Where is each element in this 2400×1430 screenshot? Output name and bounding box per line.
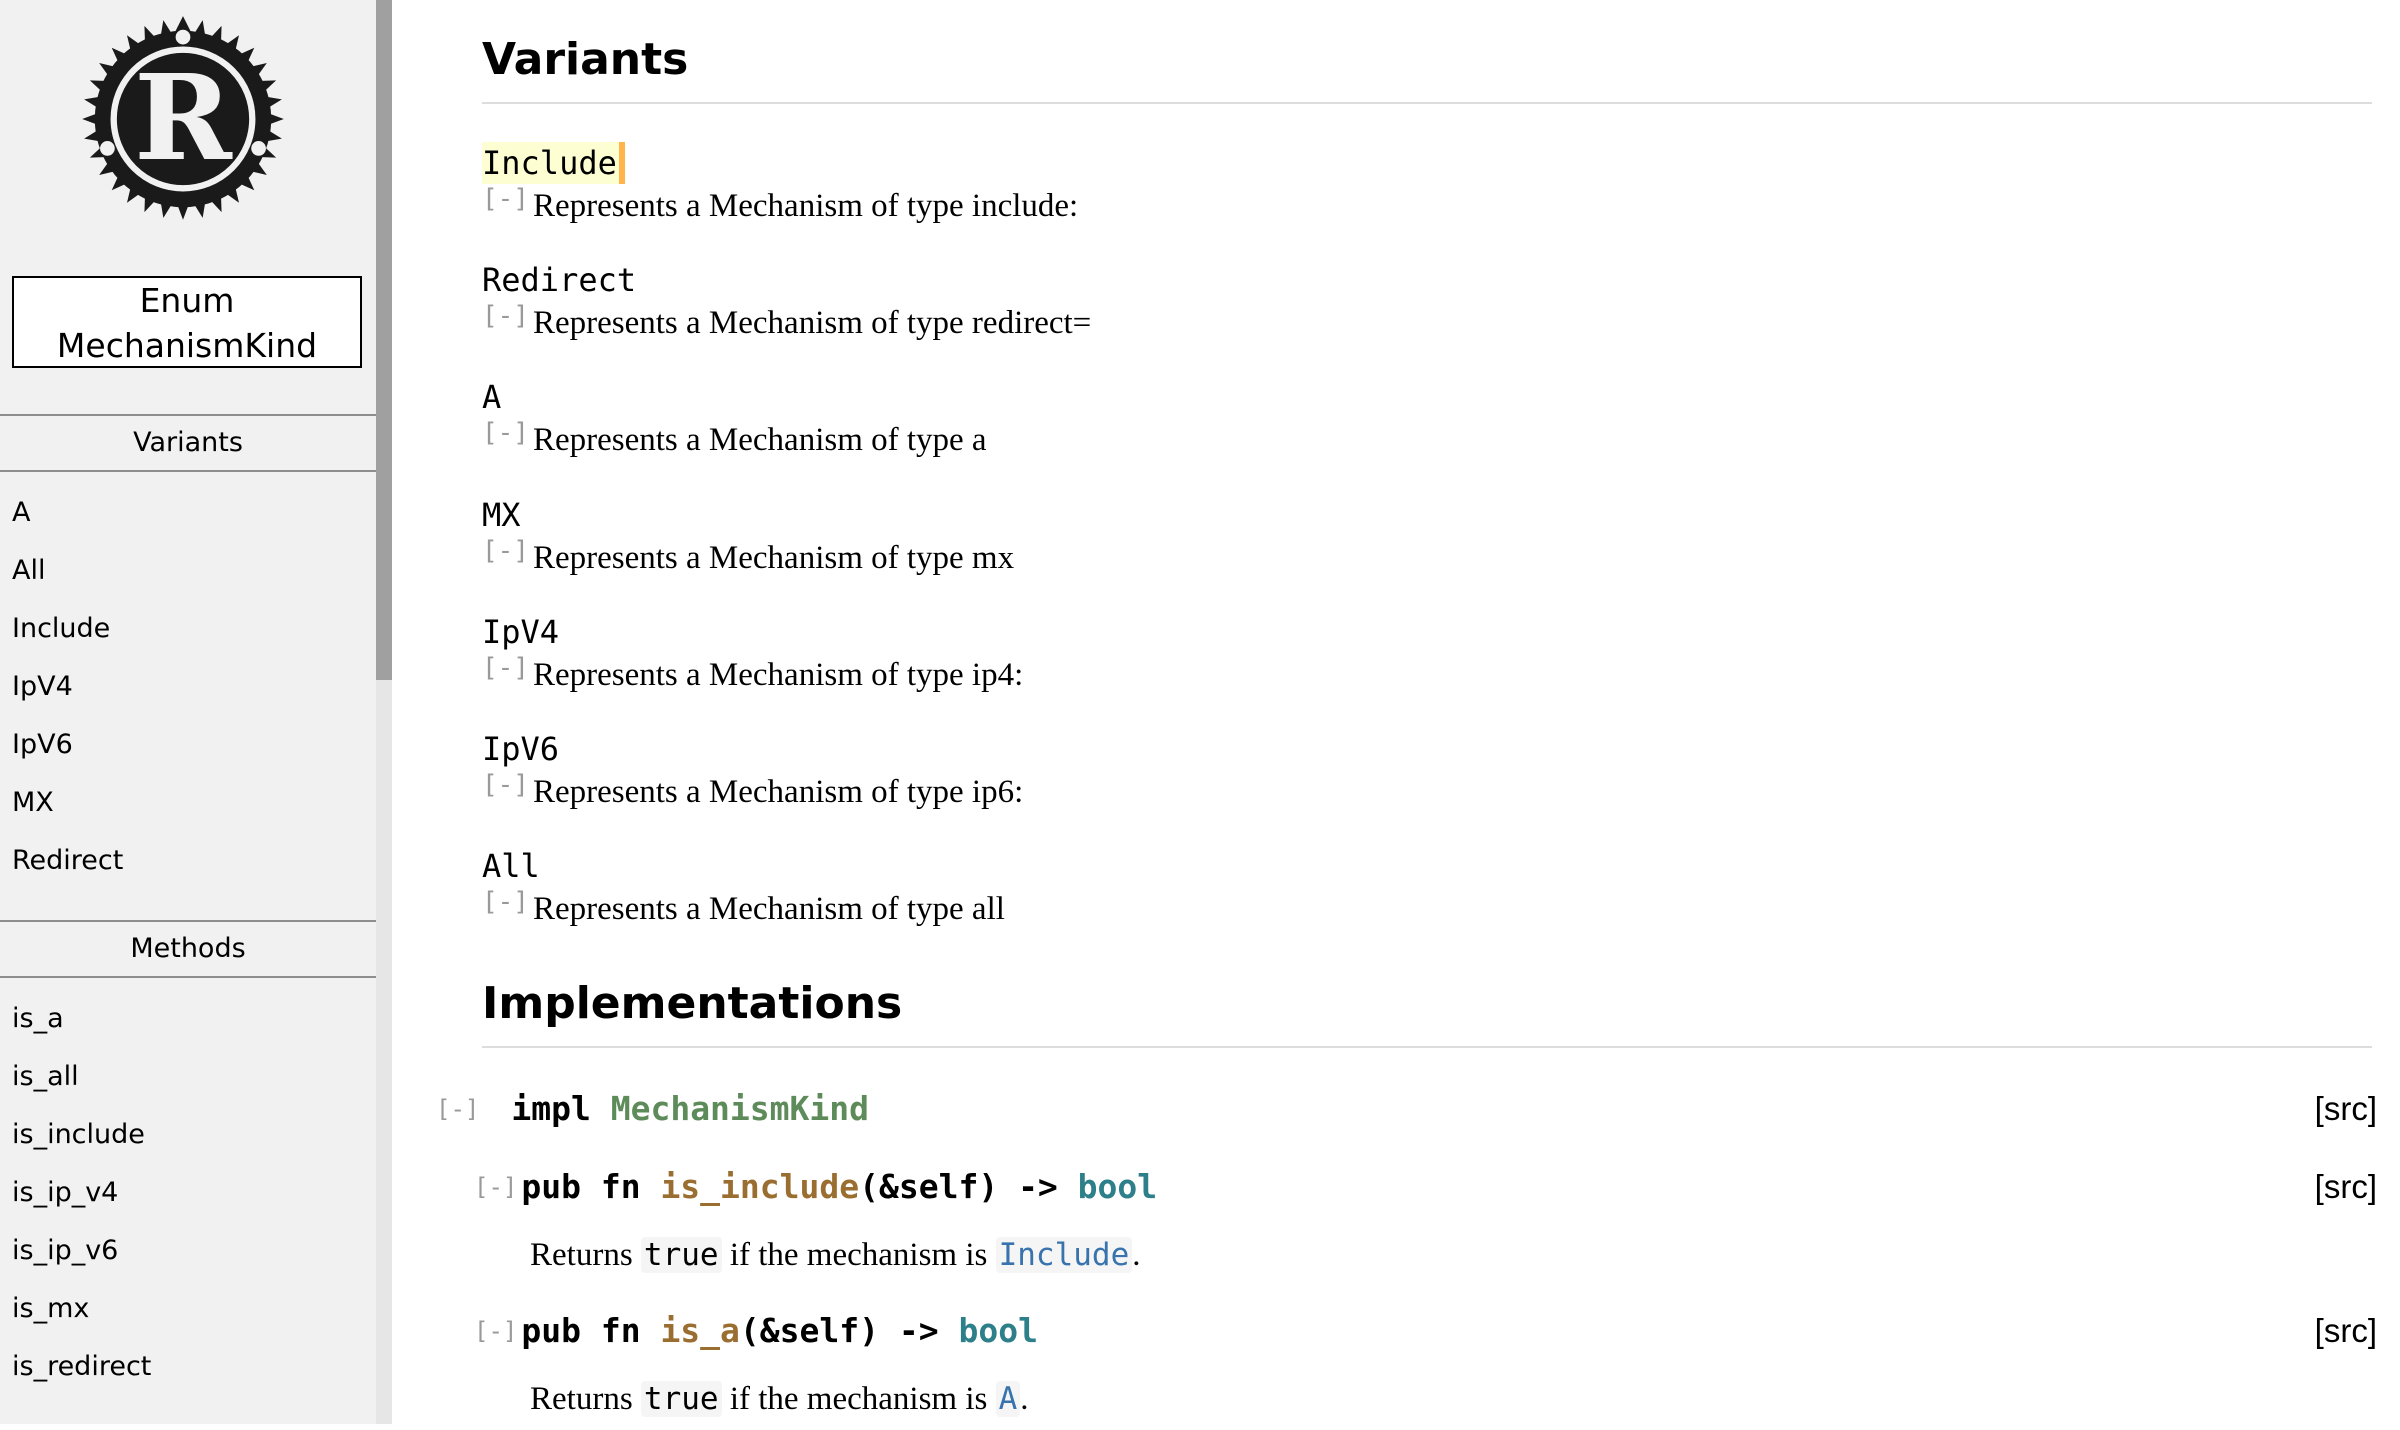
- sidebar-variant-redirect[interactable]: Redirect: [12, 845, 124, 876]
- doc-text: if the mechanism is: [721, 1237, 996, 1273]
- variant-name[interactable]: Redirect: [482, 261, 637, 299]
- variant-description: Represents a Mechanism of type redirect=: [532, 305, 1092, 341]
- sidebar-variants-title[interactable]: Variants: [0, 414, 376, 472]
- doc-text: Returns: [530, 1381, 641, 1417]
- variant-description: Represents a Mechanism of type ip4:: [532, 657, 1024, 693]
- rust-logo-icon[interactable]: R: [78, 14, 288, 224]
- collapse-toggle[interactable]: [-]: [482, 887, 529, 917]
- sidebar-variant-include[interactable]: Include: [12, 613, 111, 644]
- variants-heading: Variants: [482, 34, 2372, 104]
- method-doc: Returns true if the mechanism is A.: [530, 1374, 1029, 1424]
- collapse-toggle[interactable]: [-]: [482, 536, 529, 566]
- method-is-include: [-]pub fn is_include(&self) -> bool [src…: [474, 1162, 2377, 1212]
- enum-name-label: MechanismKind: [56, 326, 318, 365]
- sidebar-variant-ipv6[interactable]: IpV6: [12, 729, 73, 760]
- sidebar-variant-ipv4[interactable]: IpV4: [12, 671, 73, 702]
- sidebar-methods-list: is_a is_all is_include is_ip_v4 is_ip_v6…: [12, 990, 362, 1396]
- sidebar-method-is-a[interactable]: is_a: [12, 1003, 64, 1034]
- sidebar-variants-list: A All Include IpV4 IpV6 MX Redirect: [12, 484, 362, 890]
- sidebar-scrollbar-thumb[interactable]: [376, 0, 392, 680]
- collapse-toggle[interactable]: [-]: [482, 770, 529, 800]
- impl-header: [-] impl MechanismKind [src]: [436, 1084, 2377, 1134]
- doc-text: Returns: [530, 1237, 641, 1273]
- src-link[interactable]: [src]: [2314, 1168, 2377, 1205]
- src-link[interactable]: [src]: [2314, 1312, 2377, 1349]
- impl-keyword: impl: [511, 1089, 591, 1128]
- variant-ipv6: IpV6 [-]Represents a Mechanism of type i…: [482, 728, 2372, 814]
- fn-name-link[interactable]: is_a: [660, 1311, 740, 1350]
- impl-type-link[interactable]: MechanismKind: [610, 1089, 869, 1128]
- collapse-toggle[interactable]: [-]: [474, 1317, 518, 1345]
- collapse-toggle[interactable]: [-]: [482, 184, 529, 214]
- return-type-link[interactable]: bool: [1077, 1167, 1158, 1206]
- doc-text: .: [1020, 1381, 1029, 1417]
- implementations-heading: Implementations: [482, 978, 2372, 1048]
- fn-args: (&self) ->: [739, 1311, 959, 1350]
- sidebar-method-is-ip-v4[interactable]: is_ip_v4: [12, 1177, 119, 1208]
- main-content: Variants Include [-]Represents a Mechani…: [436, 0, 2377, 1424]
- sidebar-variant-mx[interactable]: MX: [12, 787, 54, 818]
- fn-keywords: pub fn: [521, 1167, 661, 1206]
- enum-title-box: Enum MechanismKind: [12, 276, 362, 368]
- variant-name[interactable]: IpV4: [482, 613, 560, 651]
- sidebar-method-is-include[interactable]: is_include: [12, 1119, 145, 1150]
- collapse-toggle[interactable]: [-]: [482, 418, 529, 448]
- variant-description: Represents a Mechanism of type mx: [532, 540, 1015, 576]
- method-doc: Returns true if the mechanism is Include…: [530, 1230, 1141, 1280]
- variant-link[interactable]: Include: [995, 1237, 1133, 1273]
- return-type-link[interactable]: bool: [958, 1311, 1038, 1350]
- svg-text:R: R: [134, 49, 233, 187]
- variant-a: A [-]Represents a Mechanism of type a: [482, 376, 2372, 462]
- method-is-a: [-]pub fn is_a(&self) -> bool [src]: [474, 1306, 2377, 1356]
- variant-name[interactable]: MX: [482, 496, 521, 534]
- sidebar-method-is-mx[interactable]: is_mx: [12, 1293, 90, 1324]
- variant-all: All [-]Represents a Mechanism of type al…: [482, 845, 2372, 931]
- variant-name[interactable]: Include: [482, 142, 625, 184]
- fn-args: (&self) ->: [859, 1167, 1078, 1206]
- sidebar-method-is-ip-v6[interactable]: is_ip_v6: [12, 1235, 119, 1266]
- enum-kind-label: Enum: [139, 281, 235, 320]
- variant-name[interactable]: All: [482, 847, 540, 885]
- fn-keywords: pub fn: [521, 1311, 661, 1350]
- variant-description: Represents a Mechanism of type include:: [532, 188, 1079, 224]
- variant-mx: MX [-]Represents a Mechanism of type mx: [482, 494, 2372, 580]
- collapse-toggle[interactable]: [-]: [482, 653, 529, 683]
- variant-link[interactable]: A: [995, 1381, 1021, 1417]
- variant-ipv4: IpV4 [-]Represents a Mechanism of type i…: [482, 611, 2372, 697]
- collapse-toggle[interactable]: [-]: [482, 301, 529, 331]
- variant-description: Represents a Mechanism of type a: [532, 422, 987, 458]
- sidebar: R Enum MechanismKind Variants A All Incl…: [0, 0, 376, 1424]
- sidebar-methods-title[interactable]: Methods: [0, 920, 376, 978]
- variant-description: Represents a Mechanism of type all: [532, 891, 1005, 927]
- inline-code: true: [640, 1381, 722, 1417]
- src-link[interactable]: [src]: [2314, 1090, 2377, 1127]
- variant-name[interactable]: IpV6: [482, 730, 560, 768]
- variant-include: Include [-]Represents a Mechanism of typ…: [482, 142, 2372, 228]
- sidebar-method-is-all[interactable]: is_all: [12, 1061, 79, 1092]
- doc-text: if the mechanism is: [721, 1381, 996, 1417]
- fn-name-link[interactable]: is_include: [660, 1167, 860, 1206]
- sidebar-method-is-redirect[interactable]: is_redirect: [12, 1351, 152, 1382]
- sidebar-variant-all[interactable]: All: [12, 555, 46, 586]
- inline-code: true: [640, 1237, 722, 1273]
- variant-redirect: Redirect [-]Represents a Mechanism of ty…: [482, 259, 2372, 345]
- variant-description: Represents a Mechanism of type ip6:: [532, 774, 1024, 810]
- variant-name[interactable]: A: [482, 378, 502, 416]
- collapse-toggle[interactable]: [-]: [436, 1095, 480, 1123]
- doc-text: .: [1132, 1237, 1141, 1273]
- collapse-toggle[interactable]: [-]: [474, 1173, 518, 1201]
- sidebar-variant-a[interactable]: A: [12, 497, 31, 528]
